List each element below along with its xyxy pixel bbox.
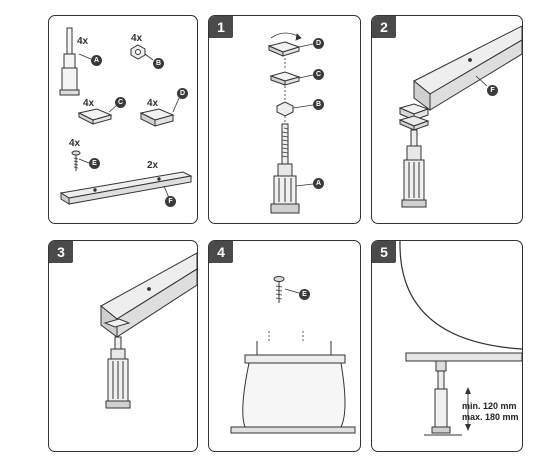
leg-callout: A (313, 178, 324, 189)
nut-callout: B (313, 99, 324, 110)
nut-quantity: 4x (131, 33, 143, 44)
nut-callout: B (153, 58, 164, 69)
rail-quantity: 2x (147, 160, 159, 171)
screw-part (71, 150, 81, 171)
step-number: 4 (209, 241, 233, 263)
plate-callout: C (115, 97, 126, 108)
pad-callout: D (177, 88, 188, 99)
step-4-panel: 4 E (208, 240, 361, 452)
leg-part (59, 27, 80, 96)
step-number: 1 (209, 16, 233, 38)
leg-quantity: 4x (77, 36, 89, 47)
rail-callout: F (165, 196, 176, 207)
nut-part (130, 44, 146, 60)
step-1-panel: 1 (208, 15, 361, 224)
step-2-panel: 2 F (371, 15, 523, 224)
plate-part (77, 108, 113, 125)
step-3-panel: 3 (48, 240, 198, 452)
step-number: 5 (372, 241, 396, 263)
parts-illustration (59, 27, 193, 205)
step-3-illustration (100, 252, 197, 409)
plate-quantity: 4x (83, 98, 95, 109)
screw-callout: E (299, 289, 310, 300)
height-min-label: min. 120 mm (462, 401, 517, 411)
step-5-panel: 5 min. 120 mm max. 180 mm (371, 240, 523, 452)
step-4-illustration (230, 276, 356, 434)
step-5-illustration (399, 241, 522, 436)
screw-callout: E (89, 158, 100, 169)
pad-part (139, 108, 175, 127)
step-2-illustration (398, 25, 522, 208)
screw-quantity: 4x (69, 138, 81, 149)
step-number: 3 (49, 241, 73, 263)
pad-callout: D (313, 38, 324, 49)
plate-callout: C (313, 69, 324, 80)
leg-callout: A (91, 55, 102, 66)
pad-quantity: 4x (147, 98, 159, 109)
step-number: 2 (372, 16, 396, 38)
rail-part (59, 171, 193, 205)
step-1-illustration (267, 32, 314, 214)
parts-panel: 4x 4x 4x 4x 4x 2x A B C D E F (48, 15, 198, 224)
rail-callout: F (487, 85, 498, 96)
height-max-label: max. 180 mm (462, 412, 519, 422)
